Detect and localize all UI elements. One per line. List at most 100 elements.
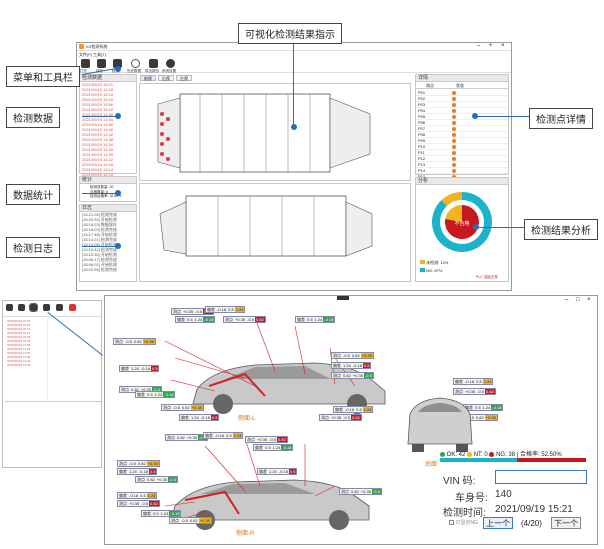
point-detail-row[interactable]: P01 [416,89,508,96]
inspection-data-row[interactable]: 2021/09/19 14:46 [82,127,114,132]
inspection-data-row[interactable]: 2021/09/19 15:06 [82,102,114,107]
minimize-icon[interactable]: – [477,43,481,49]
inspection-data-row[interactable]: 2021/09/19 14:14 [82,167,114,172]
point-detail-row[interactable]: P09 [416,137,508,144]
point-detail-row[interactable]: P03 [416,101,508,108]
inspection-data-row[interactable]: 2021/09/19 15:21 [82,82,114,87]
inspection-data-row[interactable]: 2021/09/19 14:54 [82,117,114,122]
ng-only-checkbox[interactable]: 只显示NG [449,519,478,526]
point-detail-row[interactable]: P11 [416,149,508,156]
point-detail-row[interactable]: P04 [416,107,508,114]
open-icon[interactable] [81,59,90,68]
mini-data-row[interactable]: 2021/09/19 14:38 [7,363,31,367]
point-detail-row[interactable]: P05 [416,113,508,120]
bottom-minimize-icon[interactable]: – [565,297,569,303]
inspection-data-row[interactable]: 2021/09/19 14:22 [82,157,114,162]
point-detail-row[interactable]: P10 [416,143,508,150]
inspection-data-row[interactable]: 2021/09/19 14:18 [82,162,114,167]
next-button[interactable]: 下一个 [551,517,581,529]
mini-data-row[interactable]: 2021/09/19 14:54 [7,347,31,351]
tab-front[interactable]: 前视 [140,75,156,81]
inspection-data-row[interactable]: 2021/09/19 14:38 [82,137,114,142]
mini-data-row[interactable]: 2021/09/19 14:50 [7,351,31,355]
tab-left[interactable]: 左视 [176,75,192,81]
mini-history-icon[interactable] [43,304,50,311]
inspection-data-row[interactable]: 2021/09/19 14:34 [82,142,114,147]
mini-stop-icon[interactable] [69,304,76,311]
inspection-data-row[interactable]: 2021/09/19 14:58 [82,112,114,117]
mini-data-row[interactable]: 2021/09/19 15:18 [7,323,31,327]
inspection-data-row[interactable]: 2021/09/19 14:26 [82,152,114,157]
measurement-label[interactable]: 测点0.82+0.35-0.5 [165,434,208,441]
mini-export-icon[interactable] [56,304,63,311]
menu-tools[interactable]: 工具(T) [93,52,107,57]
point-detail-row[interactable]: P06 [416,119,508,126]
inspect-icon[interactable] [113,59,122,68]
inspection-data-row[interactable]: 2021/09/19 15:10 [82,97,114,102]
mini-data-row[interactable]: 2021/09/19 15:06 [7,335,31,339]
mini-save-icon[interactable] [18,304,25,311]
point-detail-row[interactable]: P02 [416,95,508,102]
inspection-data-row[interactable]: 2021/09/19 14:42 [82,132,114,137]
mini-data-row[interactable]: 2021/09/19 15:21 [7,319,31,323]
history-icon[interactable] [131,59,140,68]
inspection-data-row[interactable]: 2021/09/19 15:18 [82,87,114,92]
save-icon[interactable] [97,59,106,68]
point-detail-row[interactable]: P12 [416,155,508,162]
mini-data-row[interactable]: 2021/09/19 14:58 [7,343,31,347]
point-detail-row[interactable]: P13 [416,161,508,168]
export-icon[interactable] [149,59,158,68]
mini-open-icon[interactable] [6,304,13,311]
inspection-data-row[interactable]: 2021/09/19 14:10 [82,172,114,177]
tab-rear[interactable]: 后视 [158,75,174,81]
mini-data-row[interactable]: 2021/09/19 15:14 [7,327,31,331]
maximize-icon[interactable]: + [489,43,493,49]
vin-input[interactable] [495,470,587,484]
close-icon[interactable]: × [501,43,505,49]
mini-data-row[interactable]: 2021/09/19 14:42 [7,359,31,363]
mini-data-row[interactable]: 2021/09/19 15:10 [7,331,31,335]
mini-data-row[interactable]: 2021/09/19 14:46 [7,355,31,359]
inspection-data-row[interactable]: 2021/09/19 15:14 [82,92,114,97]
point-detail-row[interactable]: P07 [416,125,508,132]
point-detail-row[interactable]: P08 [416,131,508,138]
bottom-close-icon[interactable]: × [587,297,591,303]
mini-inspect-icon[interactable] [29,303,38,312]
prev-button[interactable]: 上一个 [483,517,513,529]
inspection-data-row[interactable]: 2021/09/19 15:02 [82,107,114,112]
mini-data-row[interactable]: 2021/09/19 15:02 [7,339,31,343]
settings-icon[interactable] [166,59,175,68]
inspection-data-row[interactable]: 2021/09/19 14:50 [82,122,114,127]
menu-file[interactable]: 文件(F) [79,52,93,57]
bottom-maximize-icon[interactable]: □ [576,297,580,303]
inspection-data-row[interactable]: 2021/09/19 14:30 [82,147,114,152]
